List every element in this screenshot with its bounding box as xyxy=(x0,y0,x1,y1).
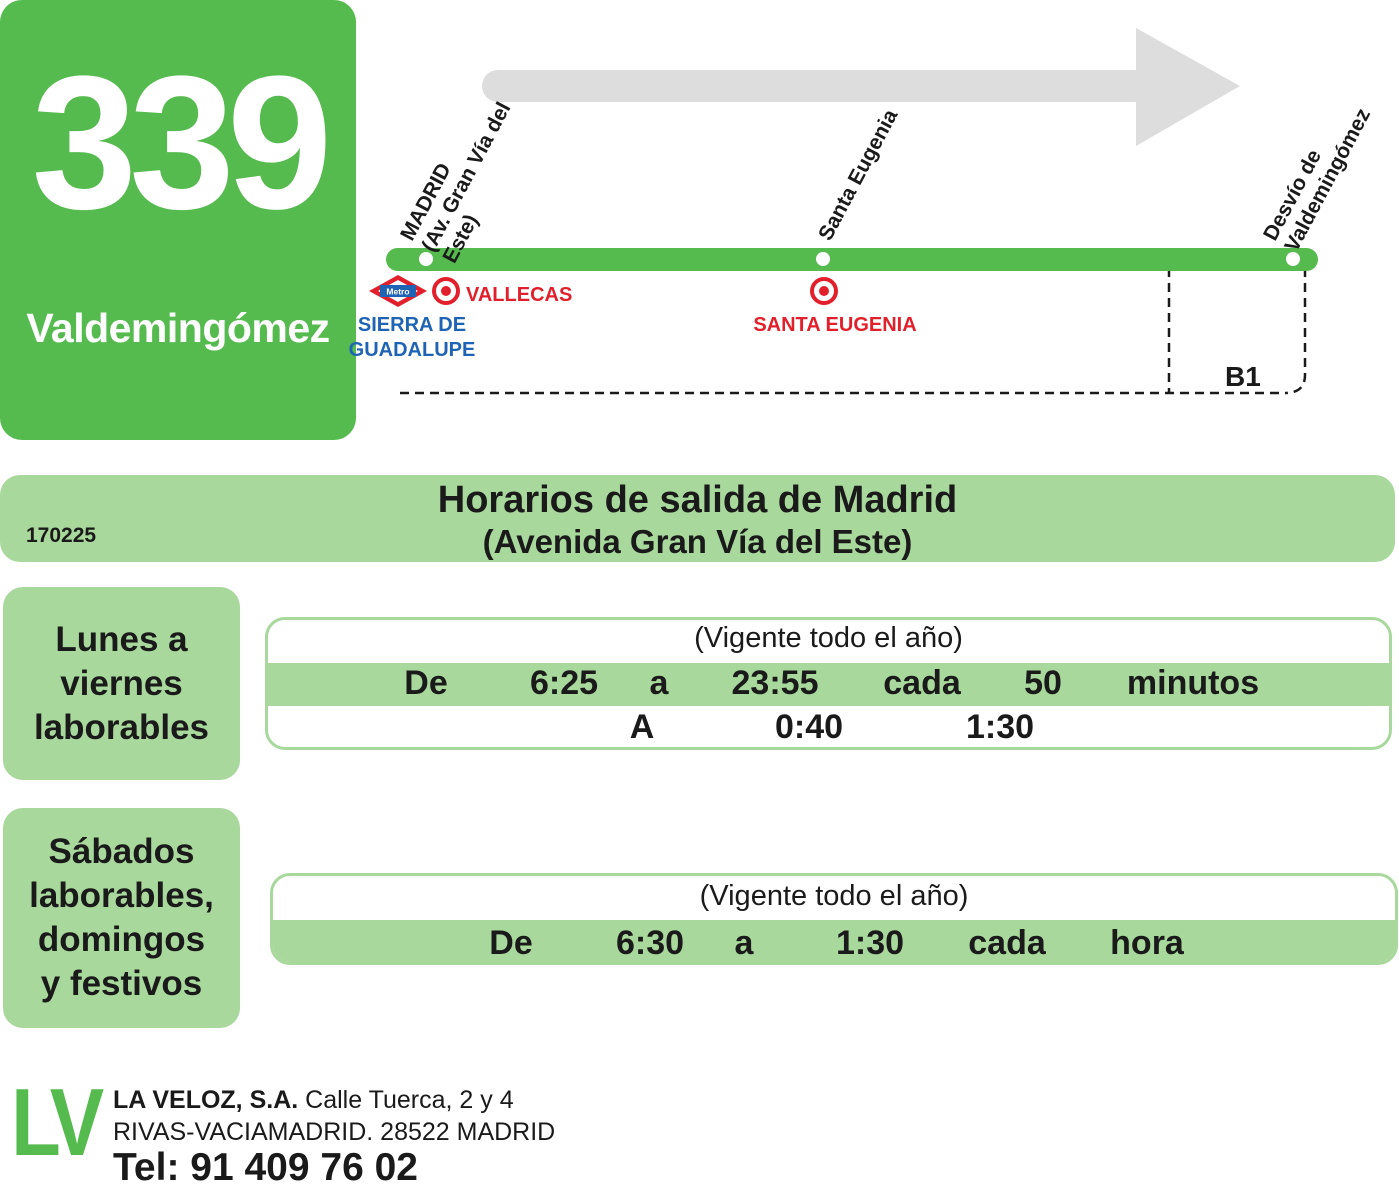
header-subtitle: (Avenida Gran Vía del Este) xyxy=(482,523,913,560)
schedule-cell: A xyxy=(629,708,655,746)
schedule-cell: 0:40 xyxy=(774,708,844,746)
schedule-cell: cada xyxy=(883,664,961,702)
stop-dot-santa-eugenia xyxy=(816,252,830,266)
schedule-cell: 50 xyxy=(1024,664,1062,702)
company-phone: Tel: 91 409 76 02 xyxy=(113,1146,418,1189)
route-map: B1 MADRID (Av. Gran Vía del Este) Santa … xyxy=(349,28,1375,395)
validity-text: (Vigente todo el año) xyxy=(699,880,969,912)
schedule-row-extra: A 0:40 1:30 xyxy=(268,708,1389,747)
svg-text:Santa Eugenia: Santa Eugenia xyxy=(814,106,902,245)
day-box-weekend: Sábados laborables, domingos y festivos xyxy=(3,808,240,1028)
day-label-line: viernes xyxy=(60,663,183,703)
schedule-cell: minutos xyxy=(1126,664,1260,702)
stop-dot-madrid xyxy=(419,252,433,266)
cercanias-vallecas-label: VALLECAS xyxy=(466,284,572,306)
route-badge xyxy=(0,0,356,440)
variant-b1-label: B1 xyxy=(1225,361,1261,392)
header-code: 170225 xyxy=(26,524,97,547)
day-label-line: laborables, xyxy=(29,876,214,915)
variant-b1-path xyxy=(400,268,1307,395)
day-box-weekday: Lunes a viernes laborables xyxy=(3,587,240,780)
metro-logo-icon: Metro xyxy=(369,275,427,307)
header-title: Horarios de salida de Madrid xyxy=(437,479,958,521)
header-band xyxy=(0,475,1395,562)
company-address-line1: LA VELOZ, S.A. Calle Tuerca, 2 y 4 xyxy=(113,1084,514,1116)
schedule-cell: 23:55 xyxy=(731,664,819,702)
schedule-cell: a xyxy=(734,924,754,962)
company-address-line2: RIVAS-VACIAMADRID. 28522 MADRID xyxy=(113,1118,556,1146)
schedule-row-frequency: De 6:30 a 1:30 cada hora xyxy=(273,920,1395,962)
schedule-cell: De xyxy=(404,664,448,702)
schedule-cell: 1:30 xyxy=(965,708,1035,746)
stop-dot-valdemingomez xyxy=(1286,252,1300,266)
day-label-line: Sábados xyxy=(48,832,195,871)
schedule-frame-weekday: (Vigente todo el año) De 6:25 a 23:55 ca… xyxy=(265,617,1392,750)
company-logo: LV xyxy=(11,1069,104,1176)
schedule-cell: a xyxy=(649,664,669,702)
svg-text:Metro: Metro xyxy=(386,287,409,297)
route-destination: Valdemingómez xyxy=(26,305,330,351)
schedule-cell: 1:30 xyxy=(835,924,905,962)
schedule-row-frequency: De 6:25 a 23:55 cada 50 minutos xyxy=(268,663,1389,706)
cercanias-icon-santa-eugenia xyxy=(810,277,838,305)
schedule-cell: 6:30 xyxy=(615,924,685,962)
cercanias-santa-eugenia-label: SANTA EUGENIA xyxy=(753,314,916,336)
schedule-cell: cada xyxy=(968,924,1046,962)
stop-name-madrid: MADRID (Av. Gran Vía del Este) xyxy=(396,98,515,266)
cercanias-icon-vallecas xyxy=(432,277,460,305)
metro-station-line2: GUADALUPE xyxy=(349,339,476,361)
day-label-line: y festivos xyxy=(40,964,203,1003)
validity-text: (Vigente todo el año) xyxy=(694,622,963,654)
company-street: Calle Tuerca, 2 y 4 xyxy=(305,1086,514,1114)
stop-name-santa-eugenia: Santa Eugenia xyxy=(814,106,902,245)
route-number: 339 xyxy=(31,37,332,249)
day-label-line: domingos xyxy=(37,920,206,959)
day-label-line: Lunes a xyxy=(55,619,188,659)
direction-arrow-icon xyxy=(482,28,1240,146)
schedule-frame-weekend: (Vigente todo el año) De 6:30 a 1:30 cad… xyxy=(270,873,1398,965)
schedule-cell: De xyxy=(489,924,533,962)
stop-name-valdemingomez: Desvío de Valdemingómez xyxy=(1259,105,1375,256)
schedule-cell: hora xyxy=(1110,924,1184,962)
metro-station-line1: SIERRA DE xyxy=(358,314,466,336)
schedule-cell: 6:25 xyxy=(529,664,599,702)
day-label-line: laborables xyxy=(33,707,210,747)
company-name: LA VELOZ, S.A. xyxy=(113,1086,299,1114)
route-line xyxy=(386,248,1318,271)
